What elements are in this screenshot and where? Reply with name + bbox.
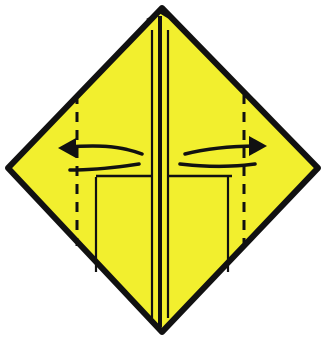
paper-diamond [8, 8, 318, 332]
